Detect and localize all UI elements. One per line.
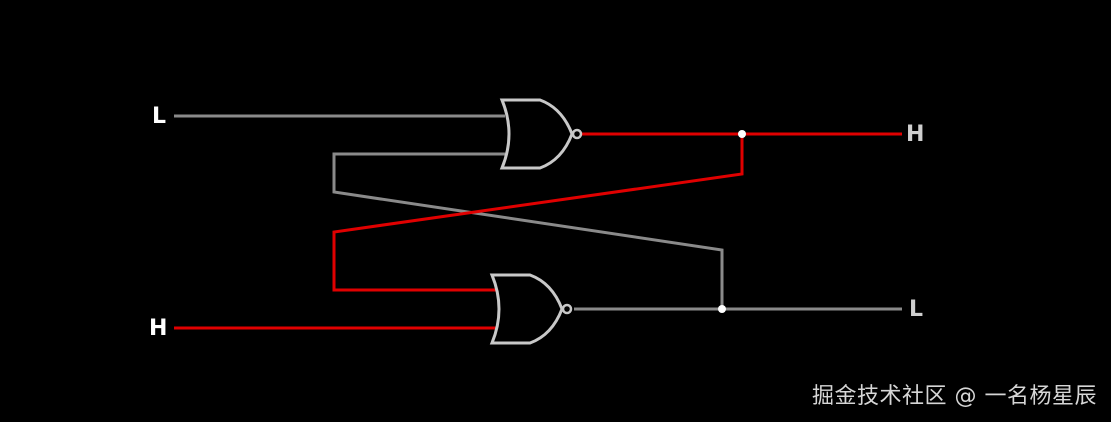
wire-feedback-bottom-to-top: [332, 152, 724, 309]
junction-bottom: [718, 305, 726, 313]
output-bottom-label: L: [909, 297, 923, 322]
watermark-text: 掘金技术社区 @ 一名杨星辰: [812, 384, 1097, 409]
nor-gate-top-body: [499, 98, 574, 170]
nor-gate-bottom-bubble: [561, 303, 573, 315]
nor-gate-top: [499, 98, 583, 170]
output-top-label: H: [906, 122, 924, 147]
nor-gate-bottom-body: [489, 273, 564, 345]
input-bottom-label: H: [149, 316, 167, 341]
nor-gate-top-bubble: [571, 128, 583, 140]
wire-feedback-top-to-bottom: [332, 134, 744, 292]
junction-top: [738, 130, 746, 138]
input-top-label: L: [152, 104, 166, 129]
nor-gate-bottom: [489, 273, 573, 345]
